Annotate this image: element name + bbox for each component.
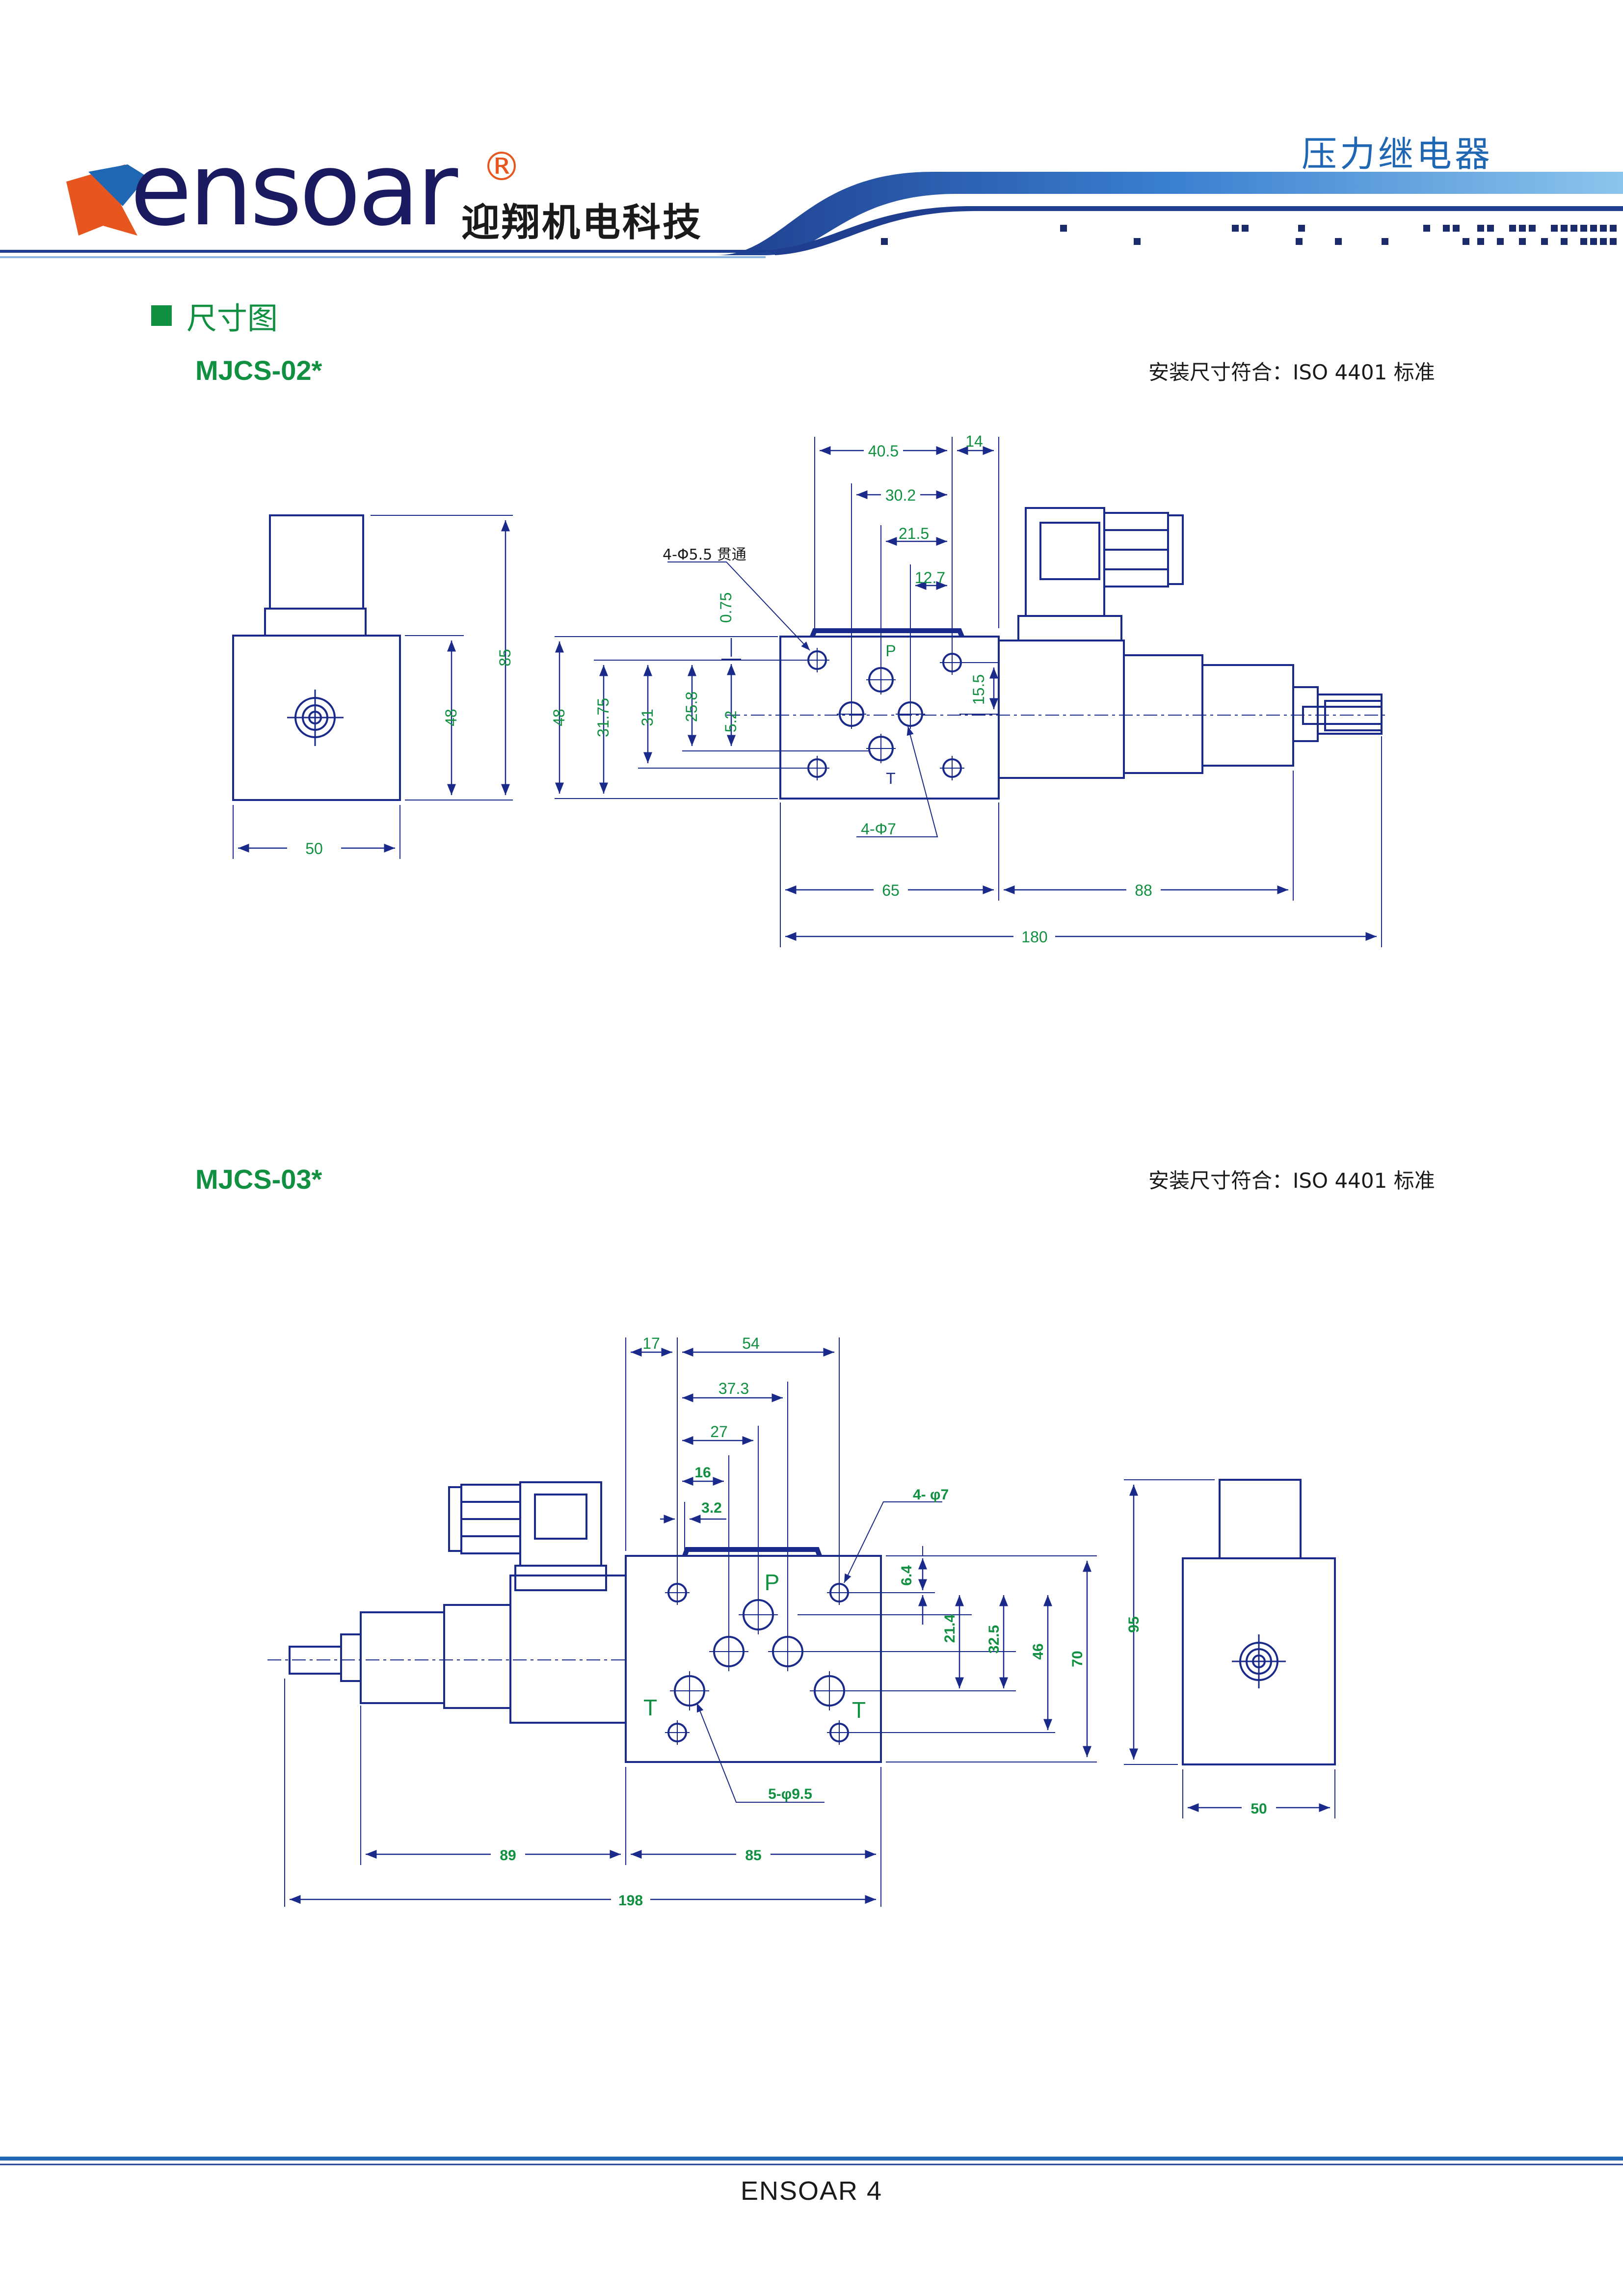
section-title: 尺寸图 bbox=[151, 294, 278, 338]
d1-front-view bbox=[555, 437, 1389, 947]
header-banner bbox=[0, 164, 1623, 258]
d1-note-holes: 4-Φ5.5 贯通 bbox=[663, 546, 746, 563]
d1-port-p: P bbox=[885, 642, 896, 660]
d1-dim-88: 88 bbox=[1135, 881, 1152, 899]
d1-dim-0-75: 0.75 bbox=[717, 592, 735, 623]
d1-side-h48: 48 bbox=[442, 709, 460, 726]
decorative-dots bbox=[881, 225, 1617, 245]
model-label-2: MJCS-03* bbox=[195, 1164, 322, 1195]
brand-wordmark: ensoar bbox=[130, 132, 458, 248]
d1-side-view bbox=[232, 514, 513, 859]
d1-note-ports: 4-Φ7 bbox=[861, 820, 896, 838]
model-label-1: MJCS-02* bbox=[195, 355, 322, 386]
page-footer: ENSOAR 4 bbox=[740, 2176, 883, 2206]
logo-emblem-icon bbox=[66, 164, 147, 236]
d1-dim-65: 65 bbox=[882, 881, 900, 899]
d1-dim-14: 14 bbox=[965, 432, 983, 450]
d2-dim-3-2: 3.2 bbox=[701, 1500, 722, 1516]
d2-port-t1: T bbox=[643, 1695, 657, 1720]
d2-note-holes: 4- φ7 bbox=[913, 1487, 949, 1503]
d2-dim-70: 70 bbox=[1069, 1651, 1086, 1667]
section-title-text: 尺寸图 bbox=[186, 300, 278, 336]
d2-side-h95: 95 bbox=[1126, 1616, 1142, 1632]
d1-dim-48: 48 bbox=[550, 709, 568, 726]
standard-note-1: 安装尺寸符合：ISO 4401 标准 bbox=[1148, 360, 1435, 384]
d2-dim-54: 54 bbox=[742, 1335, 760, 1352]
d2-dim-85: 85 bbox=[745, 1847, 761, 1864]
d2-dim-21-4: 21.4 bbox=[942, 1614, 958, 1643]
d2-side-view bbox=[1124, 1479, 1336, 1818]
d1-port-t: T bbox=[886, 770, 896, 787]
d2-port-t2: T bbox=[852, 1697, 866, 1723]
d1-dim-25-8: 25.8 bbox=[683, 692, 700, 722]
d1-dim-5-2: 5.2 bbox=[722, 711, 740, 732]
d2-side-width: 50 bbox=[1251, 1801, 1267, 1817]
d1-dim-31: 31 bbox=[639, 709, 656, 726]
d1-dim-12-7: 12.7 bbox=[915, 569, 945, 587]
standard-note-2: 安装尺寸符合：ISO 4401 标准 bbox=[1148, 1169, 1435, 1193]
d2-port-p: P bbox=[765, 1570, 780, 1595]
d2-dim-17: 17 bbox=[642, 1335, 660, 1352]
d1-dim-31-75: 31.75 bbox=[594, 698, 612, 737]
d2-dim-16: 16 bbox=[694, 1465, 711, 1481]
registered-mark: ® bbox=[482, 144, 521, 189]
d2-front-view bbox=[267, 1337, 1097, 1907]
d2-dim-198: 198 bbox=[618, 1893, 643, 1909]
d1-dim-180: 180 bbox=[1021, 928, 1047, 946]
d2-dim-37-3: 37.3 bbox=[718, 1380, 749, 1397]
d1-dim-30-2: 30.2 bbox=[885, 486, 916, 504]
d2-dim-32-5: 32.5 bbox=[986, 1625, 1002, 1654]
d1-dim-21-5: 21.5 bbox=[899, 525, 929, 542]
square-bullet-icon bbox=[151, 305, 172, 326]
brand-chinese-name: 迎翔机电科技 bbox=[461, 201, 703, 245]
d1-dim-15-5: 15.5 bbox=[970, 674, 987, 705]
d2-dim-46: 46 bbox=[1030, 1643, 1046, 1659]
d2-dim-6-4: 6.4 bbox=[899, 1565, 915, 1586]
d2-dim-27: 27 bbox=[710, 1423, 728, 1441]
d2-dim-89: 89 bbox=[500, 1847, 516, 1864]
page-category: 压力继电器 bbox=[1301, 133, 1493, 175]
d1-side-h85: 85 bbox=[496, 649, 514, 667]
d2-note-ports: 5-φ9.5 bbox=[768, 1786, 812, 1802]
d1-side-width: 50 bbox=[305, 840, 323, 857]
d1-dim-40-5: 40.5 bbox=[868, 442, 899, 460]
